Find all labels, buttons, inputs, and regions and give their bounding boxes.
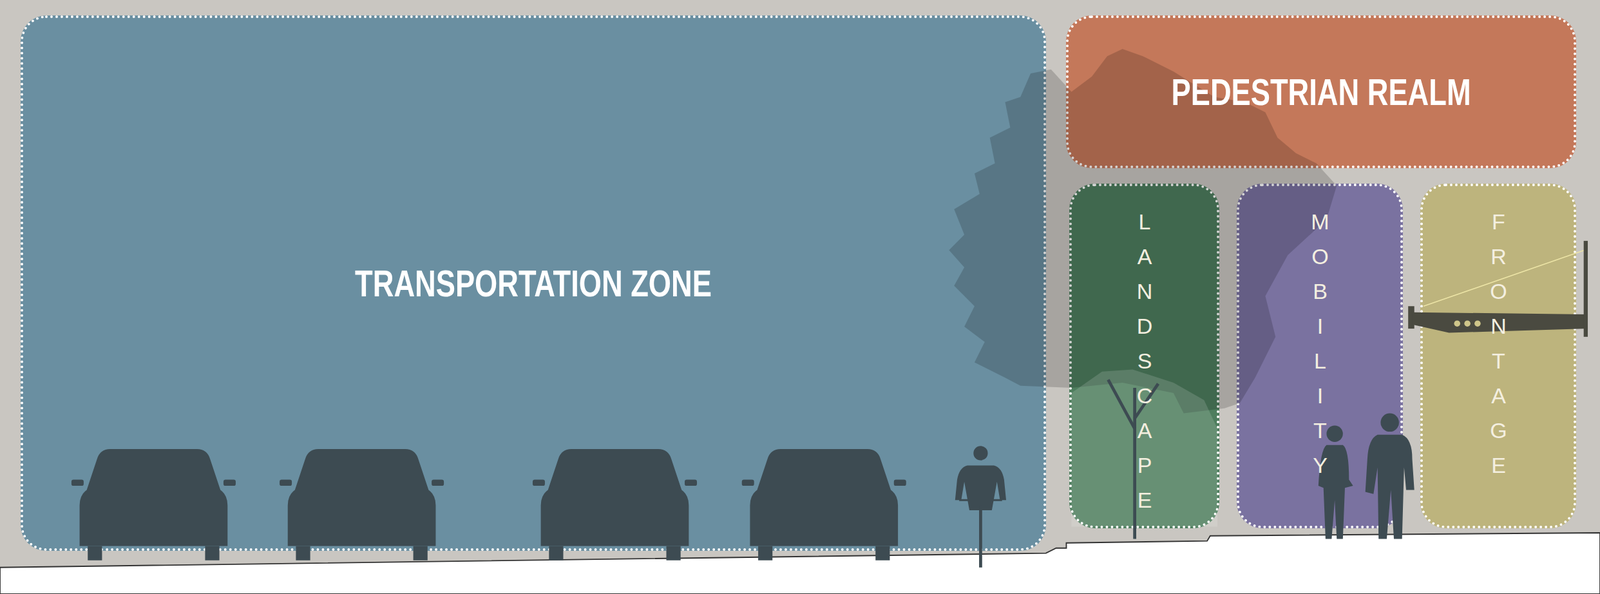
awning <box>1408 240 1588 337</box>
sub-zone: FRONTAGE <box>1420 183 1577 529</box>
zone-label: TRANSPORTATION ZONE <box>354 261 712 305</box>
pedestrians <box>1318 413 1415 540</box>
car <box>532 448 697 561</box>
sub-zone: MOBILITY <box>1236 183 1403 529</box>
illustration-group <box>0 48 1600 594</box>
tree-canopy <box>948 48 1337 414</box>
small-tree <box>1071 369 1218 527</box>
car <box>742 448 907 561</box>
ground-profile <box>0 532 1600 594</box>
tree-trunk <box>1107 379 1159 539</box>
zone-label-vertical: MOBILITY <box>1307 209 1333 488</box>
cyclist <box>955 445 1007 568</box>
zone-band: TRANSPORTATION ZONE <box>20 15 1047 551</box>
car <box>71 448 236 561</box>
car <box>279 448 444 561</box>
zone-label: PEDESTRIAN REALM <box>1171 70 1471 114</box>
zone-label-vertical: FRONTAGE <box>1485 209 1512 488</box>
sub-zone: LANDSCAPE <box>1069 183 1220 529</box>
zone-label-vertical: LANDSCAPE <box>1131 209 1157 523</box>
cars <box>71 448 907 561</box>
zone-band: PEDESTRIAN REALM <box>1066 15 1577 169</box>
